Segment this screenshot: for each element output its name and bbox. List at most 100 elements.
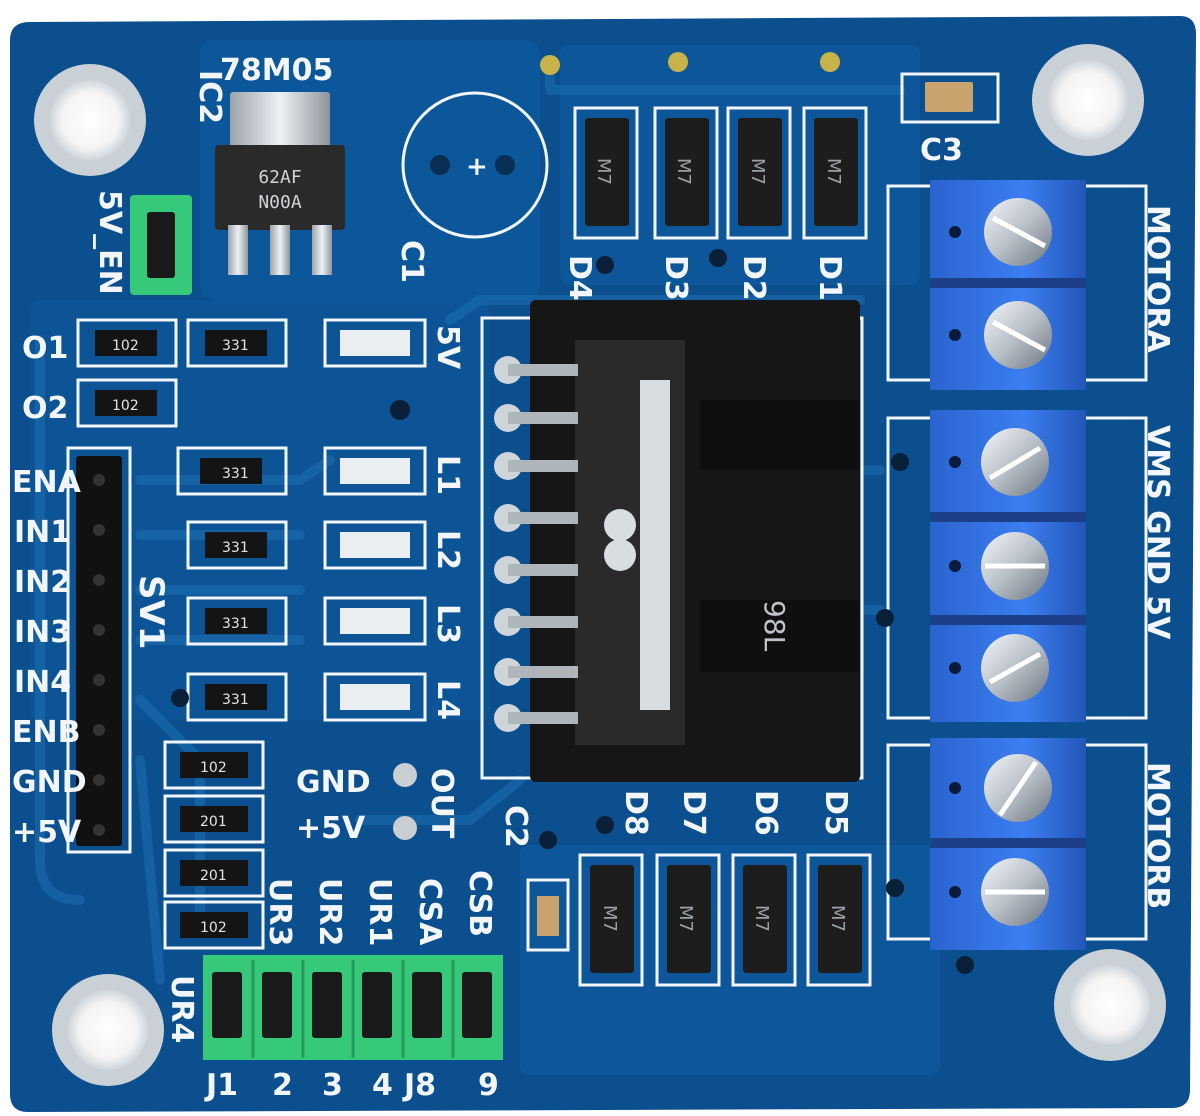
diode-marking-bottom-4: M7	[827, 905, 848, 932]
header-ref-label: SV1	[131, 575, 171, 649]
diode-marking-top-1: M7	[593, 158, 614, 185]
smd-resistors	[76, 318, 288, 428]
diode-marking-bottom-2: M7	[675, 905, 696, 932]
output-out-label: OUT	[424, 768, 459, 839]
jumper-top-label-ur2: UR2	[312, 878, 347, 946]
capacitor-c2-label: C2	[498, 805, 533, 848]
5v-enable-jumper[interactable]	[130, 195, 192, 295]
header-pin-label-ena: ENA	[12, 465, 82, 500]
diode-marking-bottom-1: M7	[599, 905, 620, 932]
output-5v-label: +5V	[296, 811, 366, 846]
terminal-block-power[interactable]	[886, 410, 1148, 722]
output-gnd-label: GND	[296, 765, 371, 800]
jumper-top-label-csb: CSB	[462, 870, 497, 937]
regulator-marking-1: 62AF	[258, 167, 301, 188]
pin-header-sv1[interactable]	[66, 446, 132, 854]
header-pin-label-5v: +5V	[12, 815, 82, 850]
jumper-bottom-label-3: 3	[322, 1068, 343, 1103]
config-jumpers[interactable]	[203, 955, 503, 1060]
jumper-top-label-ur4: UR4	[164, 975, 199, 1043]
diode-label-d6: D6	[748, 790, 783, 836]
resistor-marking-o2: 102	[112, 398, 139, 414]
resistor-marking-l1: 331	[222, 466, 249, 482]
resistor-marking-o1: 102	[112, 338, 139, 354]
voltage-regulator: 62AF N00A	[215, 92, 345, 275]
terminal-label-motora: MOTORA	[1140, 205, 1175, 353]
regulator-part-label: 78M05	[220, 53, 333, 88]
jumper-bottom-label-4: 4	[372, 1068, 393, 1103]
jumper-bottom-label-j1: J1	[204, 1068, 238, 1103]
diode-label-d2: D2	[736, 255, 771, 301]
resistor-marking-ur2: 201	[200, 868, 227, 884]
led-label-l3: L3	[430, 604, 465, 644]
resistor-marking-l4: 331	[222, 692, 249, 708]
diode-label-d4: D4	[562, 255, 597, 301]
capacitor-c1-label: C1	[394, 240, 429, 283]
diode-marking-top-3: M7	[747, 158, 768, 185]
jumper-top-label-ur3: UR3	[262, 878, 297, 946]
header-pin-label-in1: IN1	[14, 515, 71, 550]
led-label-5v: 5V	[430, 325, 465, 370]
5v-enable-label: 5V_EN	[92, 190, 127, 295]
header-pin-label-gnd: GND	[12, 765, 87, 800]
terminal-block-motora[interactable]	[886, 180, 1148, 390]
current-sense-resistors	[163, 740, 265, 950]
resistor-marking-ur4: 102	[200, 760, 227, 776]
resistor-marking-ur3: 201	[200, 814, 227, 830]
resistor-marking-r1: 331	[222, 338, 249, 354]
diode-label-d8: D8	[618, 790, 653, 836]
resistor-o1-label: O1	[22, 331, 68, 366]
mounting-hole-bottom-right	[1054, 949, 1166, 1061]
header-pin-label-in4: IN4	[14, 665, 71, 700]
led-label-l4: L4	[430, 680, 465, 720]
jumper-bottom-label-9: 9	[478, 1068, 499, 1103]
diode-marking-top-2: M7	[673, 158, 694, 185]
diode-marking-top-4: M7	[823, 158, 844, 185]
capacitor-c3	[925, 82, 973, 112]
mounting-hole-top-left	[34, 64, 146, 176]
regulator-marking-2: N00A	[258, 192, 302, 213]
diode-label-d5: D5	[818, 790, 853, 836]
mounting-holes	[34, 44, 1166, 1086]
status-leds	[323, 318, 427, 722]
led-l2	[340, 532, 410, 558]
jumper-bottom-label-j8: J8	[402, 1068, 436, 1103]
terminal-block-motorb[interactable]	[886, 738, 1148, 950]
mounting-hole-bottom-left	[52, 974, 164, 1086]
jumper-top-label-csa: CSA	[412, 878, 447, 946]
driver-ic-with-heatsink: 98L	[480, 300, 864, 782]
vias	[171, 52, 974, 974]
header-pin-label-in3: IN3	[14, 615, 71, 650]
led-l4	[340, 684, 410, 710]
capacitor-c1: +	[401, 91, 549, 239]
led-5v	[340, 330, 410, 356]
output-gnd-pad[interactable]	[393, 763, 417, 787]
resistor-marking-ur1: 102	[200, 920, 227, 936]
led-l3	[340, 608, 410, 634]
jumper-bottom-label-2: 2	[272, 1068, 293, 1103]
capacitor-polarity-mark: +	[466, 152, 488, 182]
resistor-marking-l2: 331	[222, 540, 249, 556]
jumper-top-label-ur1: UR1	[362, 878, 397, 946]
resistor-o2-label: O2	[22, 391, 68, 426]
diode-label-d3: D3	[658, 255, 693, 301]
diodes-top	[573, 106, 868, 240]
capacitor-c3-label: C3	[920, 133, 963, 168]
diode-label-d1: D1	[812, 255, 847, 301]
led-l1	[340, 458, 410, 484]
output-5v-pad[interactable]	[393, 816, 417, 840]
regulator-ref-label: IC2	[192, 70, 227, 124]
smd-capacitor-bottom	[537, 896, 559, 936]
terminal-label-motorb: MOTORB	[1140, 762, 1175, 909]
terminal-label-power: VMS GND 5V	[1140, 425, 1175, 640]
led-label-l1: L1	[430, 455, 465, 495]
diodes-bottom	[578, 853, 872, 987]
header-pin-label-in2: IN2	[14, 565, 71, 600]
diode-marking-bottom-3: M7	[751, 905, 772, 932]
led-label-l2: L2	[430, 530, 465, 570]
diode-label-d7: D7	[676, 790, 711, 836]
header-pin-label-enb: ENB	[12, 715, 80, 750]
regulator-body	[215, 145, 345, 230]
resistor-marking-l3: 331	[222, 616, 249, 632]
